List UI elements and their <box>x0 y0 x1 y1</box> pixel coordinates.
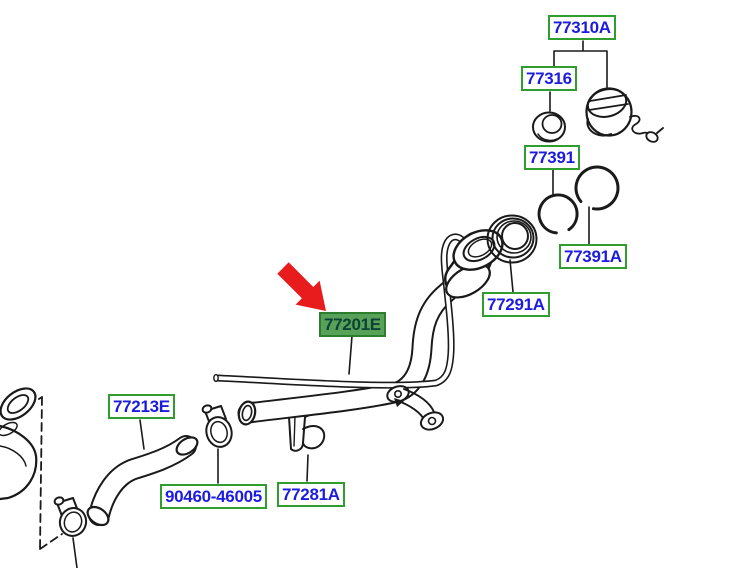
part-label-77201E-selected[interactable]: 77201E <box>319 312 386 337</box>
fuel-cap-drawing <box>585 87 664 143</box>
gasket-ring-drawing <box>532 111 566 143</box>
hose-clamp-lower-drawing <box>53 496 88 537</box>
pipe-bracket-drawing <box>386 385 445 431</box>
filler-pipe-drawing <box>237 238 488 426</box>
tank-stub-drawing <box>0 387 38 501</box>
part-label-77291A[interactable]: 77291A <box>482 292 550 317</box>
snap-ring-a-drawing <box>574 165 620 211</box>
part-label-77316[interactable]: 77316 <box>521 66 577 91</box>
red-arrow-icon <box>277 262 326 311</box>
leader-lines <box>72 91 590 568</box>
part-label-77281A[interactable]: 77281A <box>277 482 345 507</box>
part-label-77391[interactable]: 77391 <box>524 145 580 170</box>
part-label-77310A[interactable]: 77310A <box>548 15 616 40</box>
hose-drawing <box>86 435 199 527</box>
snap-ring-drawing <box>537 193 579 235</box>
filler-neck-drawing <box>444 229 504 299</box>
callout-tree-lines <box>553 40 608 89</box>
part-label-90460-46005[interactable]: 90460-46005 <box>160 484 267 509</box>
part-label-77391A[interactable]: 77391A <box>559 244 627 269</box>
hose-clamp-drawing <box>201 404 233 448</box>
part-label-77213E[interactable]: 77213E <box>108 394 175 419</box>
breather-tube-drawing <box>213 233 470 389</box>
seal-ring-drawing <box>486 214 538 264</box>
